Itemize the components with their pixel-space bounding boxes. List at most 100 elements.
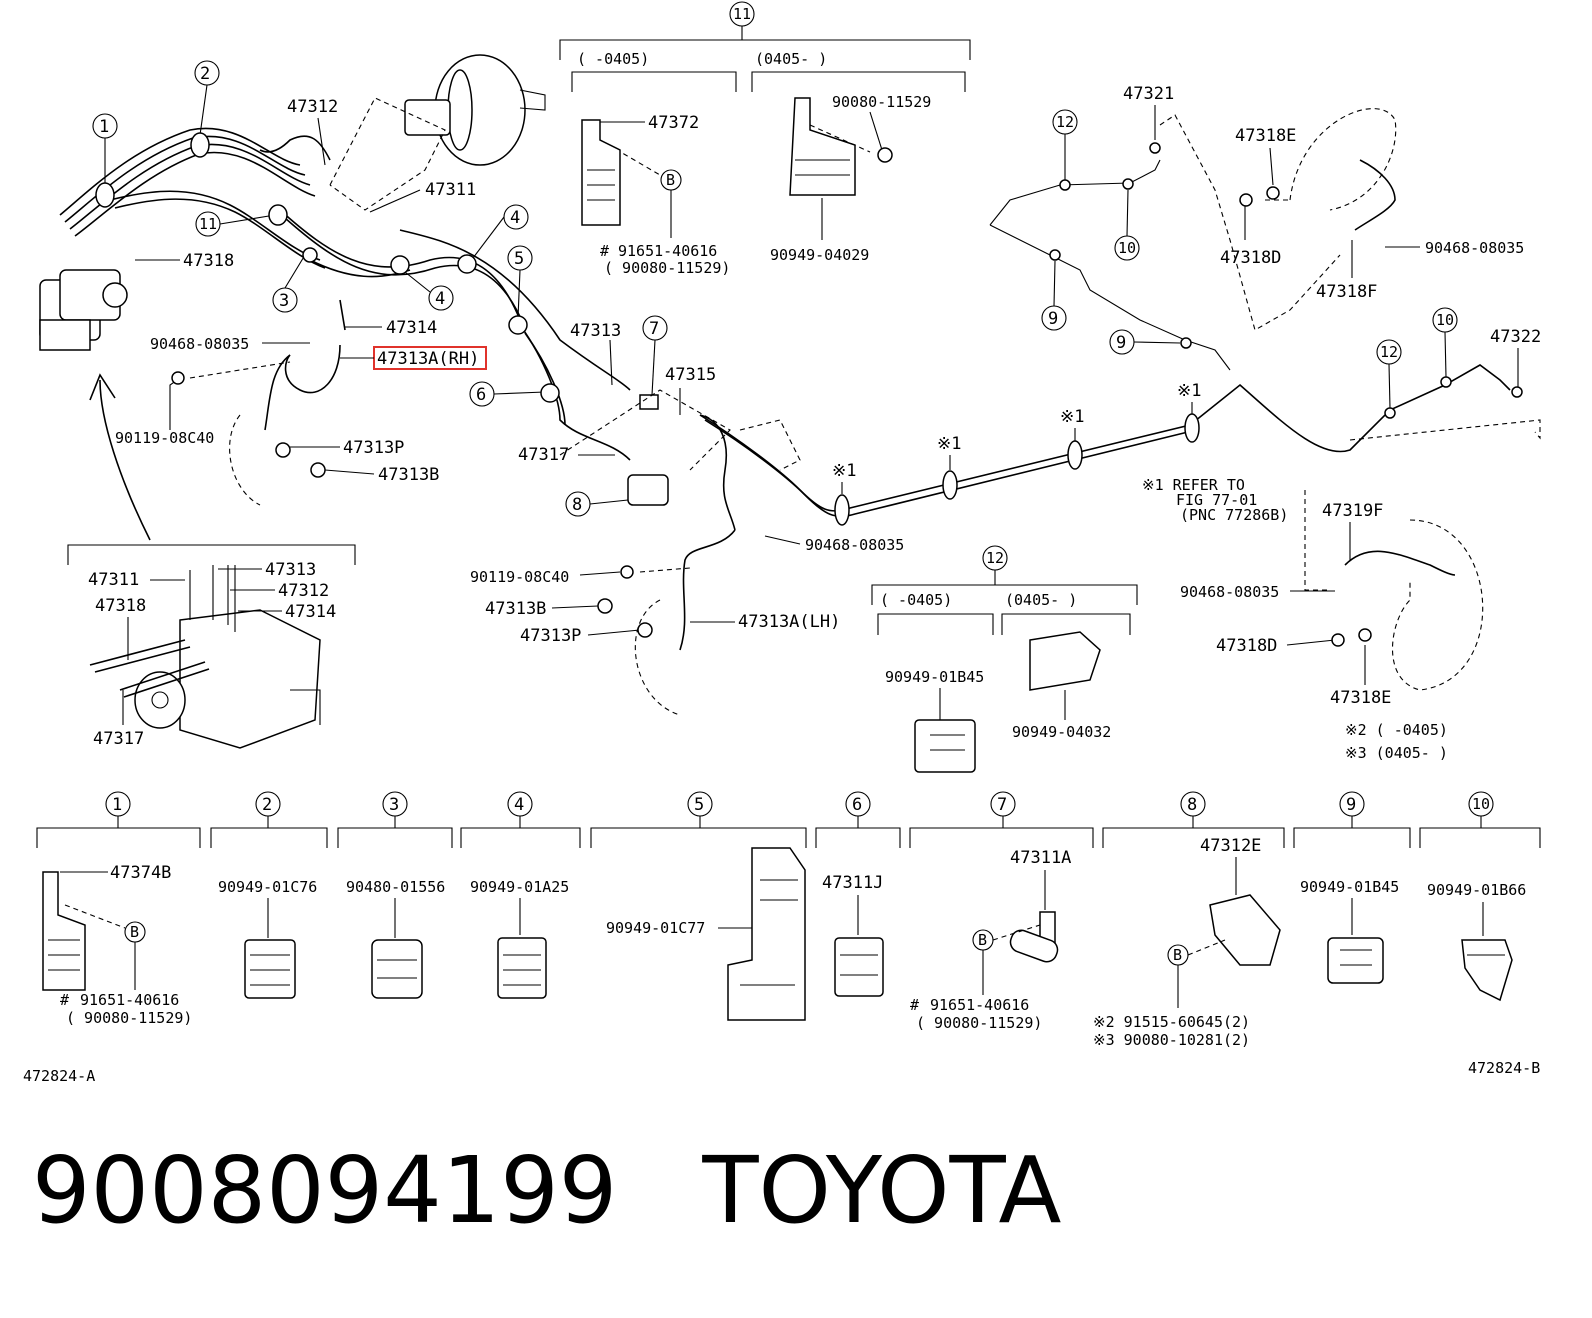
mark-1-b: ※1 [937, 434, 961, 454]
front-part-labels: 47312 4 7 3 11 47318 47314 90468-08035 4731… [115, 97, 904, 646]
label-47317: 47317 [518, 445, 569, 465]
g11-90080-b: 90080-11529 [832, 93, 931, 111]
callout-b6: 6 [852, 795, 862, 815]
bottom-90949-01c77: 90949-01C77 [606, 919, 705, 937]
callout-b7: 7 [997, 795, 1007, 815]
label-47313: 47313 [570, 321, 621, 341]
callout-3: 3 [279, 291, 289, 311]
mark-1-d: ※1 [1177, 381, 1201, 401]
label-47313p-2: 47313P [520, 626, 581, 646]
label-90119-b: 90119-08C40 [470, 568, 569, 586]
abs-inset: 47311 47313 47312 47318 47314 47317 [67, 373, 356, 749]
callout-b3: 3 [389, 795, 399, 815]
label-47318d: 47318D [1220, 248, 1281, 268]
callout-b10: 10 [1472, 795, 1490, 813]
label-47315: 47315 [665, 365, 716, 385]
inset-47311: 47311 [88, 570, 139, 590]
callout-9-b: 9 [1116, 333, 1126, 353]
g12-90949-b: 90949-04032 [1012, 723, 1111, 741]
label-47313a-rh: 47313A(RH) [377, 349, 479, 369]
g11-range-a: ( -0405) [577, 50, 649, 68]
note-2: ※2 ( -0405) [1345, 721, 1448, 739]
callout-b1: 1 [112, 795, 122, 815]
bottom-47311a: 47311A [1010, 848, 1071, 868]
g11-b: B [666, 171, 675, 189]
g11-range-b: (0405- ) [755, 50, 827, 68]
g12-90949-a: 90949-01B45 [885, 668, 984, 686]
callout-8: 8 [572, 495, 582, 515]
rear-part-labels: 47321 47318E 47318D 90468-08035 47318F 4… [1123, 84, 1541, 762]
b7-hash: # [910, 996, 919, 1014]
bottom-b8-n3: ※3 90080-10281(2) [1093, 1031, 1250, 1049]
callout-b5: 5 [694, 795, 704, 815]
bottom-47312e: 47312E [1200, 836, 1261, 856]
refer-note-1: ※1 REFER TO [1142, 476, 1245, 494]
bottom-90480-01556: 90480-01556 [346, 878, 445, 896]
bottom-b8-n2: ※2 91515-60645(2) [1093, 1013, 1250, 1031]
label-90468-a: 90468-08035 [150, 335, 249, 353]
label-47312: 47312 [287, 97, 338, 117]
label-47313p: 47313P [343, 438, 404, 458]
label-47319f: 47319F [1322, 501, 1383, 521]
note-3: ※3 (0405- ) [1345, 744, 1448, 762]
bottom-90949-01b66: 90949-01B66 [1427, 881, 1526, 899]
abs-actuator [39, 269, 128, 351]
bottom-90949-01a25: 90949-01A25 [470, 878, 569, 896]
label-47318: 47318 [183, 251, 234, 271]
brand-name: TOYOTA [702, 1136, 1062, 1244]
rear-brake-line: ※1 ※1 ※1 ※1 [699, 364, 1511, 526]
callout-1: 1 [99, 117, 109, 137]
callout-6: 6 [476, 385, 486, 405]
callout-10-a: 10 [1118, 239, 1136, 257]
label-90468-b: 90468-08035 [805, 536, 904, 554]
callout-4-a: 4 [435, 289, 445, 309]
g12-range-a: ( -0405) [880, 591, 952, 609]
callout-12-a: 12 [1056, 113, 1074, 131]
bottom-b1-90080: ( 90080-11529) [66, 1009, 192, 1027]
inset-47317: 47317 [93, 729, 144, 749]
label-47313b-2: 47313B [485, 599, 546, 619]
part-caption: 9008094199 TOYOTA [32, 1135, 1062, 1245]
label-90468-c: 90468-08035 [1425, 239, 1524, 257]
g11-47372: 47372 [648, 113, 699, 133]
rear-body-outline [989, 108, 1541, 441]
label-47318e-2: 47318E [1330, 688, 1391, 708]
label-47313a-lh: 47313A(LH) [738, 612, 840, 632]
callout-b8: 8 [1187, 795, 1197, 815]
callout-5: 5 [514, 249, 524, 269]
group-12-brackets: 12 ( -0405) (0405- ) 90949-01B45 90949-0… [871, 545, 1138, 773]
callout-12-b: 12 [1380, 343, 1398, 361]
callout-b4: 4 [514, 795, 524, 815]
b7-b: B [978, 931, 987, 949]
refer-note-2: FIG 77-01 [1176, 491, 1257, 509]
label-47314: 47314 [386, 318, 437, 338]
front-flex-hoses [171, 344, 801, 716]
callout-2: 2 [200, 64, 210, 84]
callout-9-a: 9 [1048, 309, 1058, 329]
bottom-row: 1 2 3 4 5 6 7 8 9 10 47374B B # 91651-40… [23, 791, 1541, 1085]
callout-10-b: 10 [1436, 311, 1454, 329]
bottom-90949-01c76: 90949-01C76 [218, 878, 317, 896]
bottom-b1-91651: 91651-40616 [80, 991, 179, 1009]
mark-1-c: ※1 [1060, 407, 1084, 427]
label-47318e: 47318E [1235, 126, 1296, 146]
label-47321: 47321 [1123, 84, 1174, 104]
g11-91651: 91651-40616 [618, 242, 717, 260]
inset-47318: 47318 [95, 596, 146, 616]
inset-47314: 47314 [285, 602, 336, 622]
b8-b: B [1173, 946, 1182, 964]
mark-1-a: ※1 [832, 461, 856, 481]
brake-booster [404, 54, 546, 166]
label-90468-d: 90468-08035 [1180, 583, 1279, 601]
label-47313b: 47313B [378, 465, 439, 485]
bottom-90949-01b45: 90949-01B45 [1300, 878, 1399, 896]
label-47318f: 47318F [1316, 282, 1377, 302]
inset-47313: 47313 [265, 560, 316, 580]
group-11-brackets: 11 ( -0405) (0405- ) 47372 # 91651-40616… [559, 1, 971, 277]
bottom-47374b: 47374B [110, 863, 171, 883]
callout-7: 7 [649, 319, 659, 339]
g12-range-b: (0405- ) [1005, 591, 1077, 609]
callout-11-a: 11 [199, 215, 217, 233]
b1-b: B [130, 923, 139, 941]
